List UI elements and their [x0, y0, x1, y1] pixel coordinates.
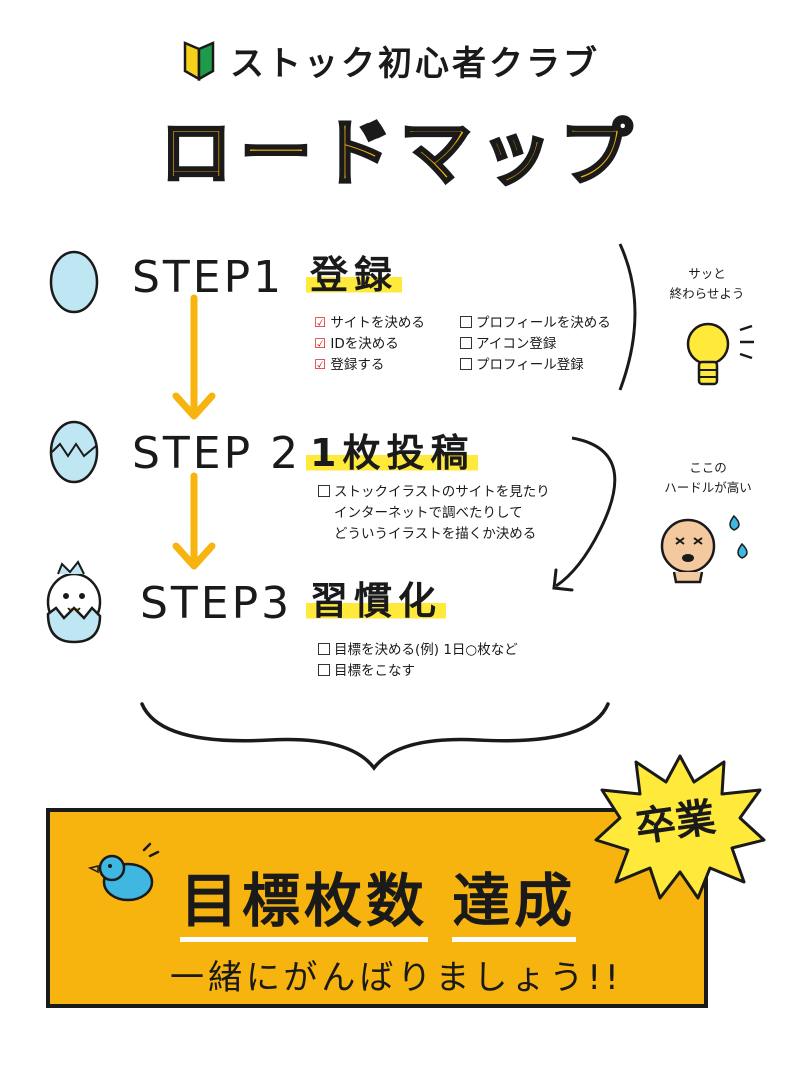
page-title: ロードマップ: [158, 110, 640, 197]
step1-tasks-right: プロフィールを決める アイコン登録 プロフィール登録: [460, 313, 611, 376]
note-2: ここの ハードルが高い: [664, 460, 752, 495]
step3-title: 習慣化: [306, 570, 447, 625]
checkmark-icon: ☑: [314, 336, 327, 352]
task-item: ストックイラストのサイトを見たり: [318, 482, 550, 503]
task-item: プロフィールを決める: [460, 313, 611, 334]
checkbox-icon: [318, 485, 330, 497]
brace-icon: [618, 243, 637, 391]
task-item: 目標をこなす: [318, 661, 518, 682]
lightbulb-icon: [686, 322, 754, 386]
step1-tasks-left: ☑ サイトを決める ☑ IDを決める ☑ 登録する: [314, 313, 425, 376]
arrow-down-icon: [172, 472, 216, 570]
club-row: ストック初心者クラブ: [182, 36, 600, 85]
task-item: ☑ IDを決める: [314, 336, 399, 352]
cracked-egg-icon: [49, 420, 99, 484]
checkbox-icon: [460, 316, 472, 328]
egg-icon: [49, 250, 99, 314]
arrow-down-icon: [172, 294, 216, 420]
step2-label: STEP 2: [132, 428, 302, 479]
cheer-text: 一緒にがんばりましょう!!: [170, 958, 623, 998]
bird-icon: [87, 842, 160, 902]
note-1: サッと 終わらせよう: [669, 266, 745, 301]
task-item: プロフィール登録: [460, 355, 611, 376]
goal-text: 目標枚数 達成: [180, 854, 577, 942]
task-item: インターネットで調べたりして: [334, 505, 523, 521]
step3-tasks: 目標を決める(例) 1日○枚など 目標をこなす: [318, 640, 518, 682]
step3-label: STEP3: [140, 578, 293, 629]
checkmark-icon: ☑: [314, 357, 327, 373]
checkbox-icon: [318, 664, 330, 676]
task-item: アイコン登録: [460, 334, 611, 355]
checkmark-icon: ☑: [314, 315, 327, 331]
hatching-chick-icon: [46, 560, 102, 644]
task-item: どういうイラストを描くか決める: [334, 526, 537, 542]
sweating-face-icon: [660, 514, 748, 584]
beginner-mark-icon: [183, 40, 215, 81]
checkbox-icon: [460, 358, 472, 370]
checkbox-icon: [318, 643, 330, 655]
steps-art: [46, 243, 754, 644]
curved-arrow-icon: [552, 436, 617, 592]
task-item: ☑ サイトを決める: [314, 315, 425, 331]
task-item: 目標を決める(例) 1日○枚など: [318, 640, 518, 661]
brace-icon: [140, 702, 610, 771]
step1-title: 登録: [306, 244, 403, 299]
step2-title: 1枚投稿: [306, 422, 479, 477]
burst-icon: [594, 754, 766, 900]
checkbox-icon: [460, 337, 472, 349]
header: ストック初心者クラブ ロードマップ: [0, 28, 800, 197]
step2-tasks: ストックイラストのサイトを見たり インターネットで調べたりして どういうイラスト…: [318, 482, 550, 545]
club-name: ストック初心者クラブ: [230, 44, 600, 84]
step1-label: STEP1: [132, 252, 285, 303]
task-item: ☑ 登録する: [314, 357, 385, 373]
